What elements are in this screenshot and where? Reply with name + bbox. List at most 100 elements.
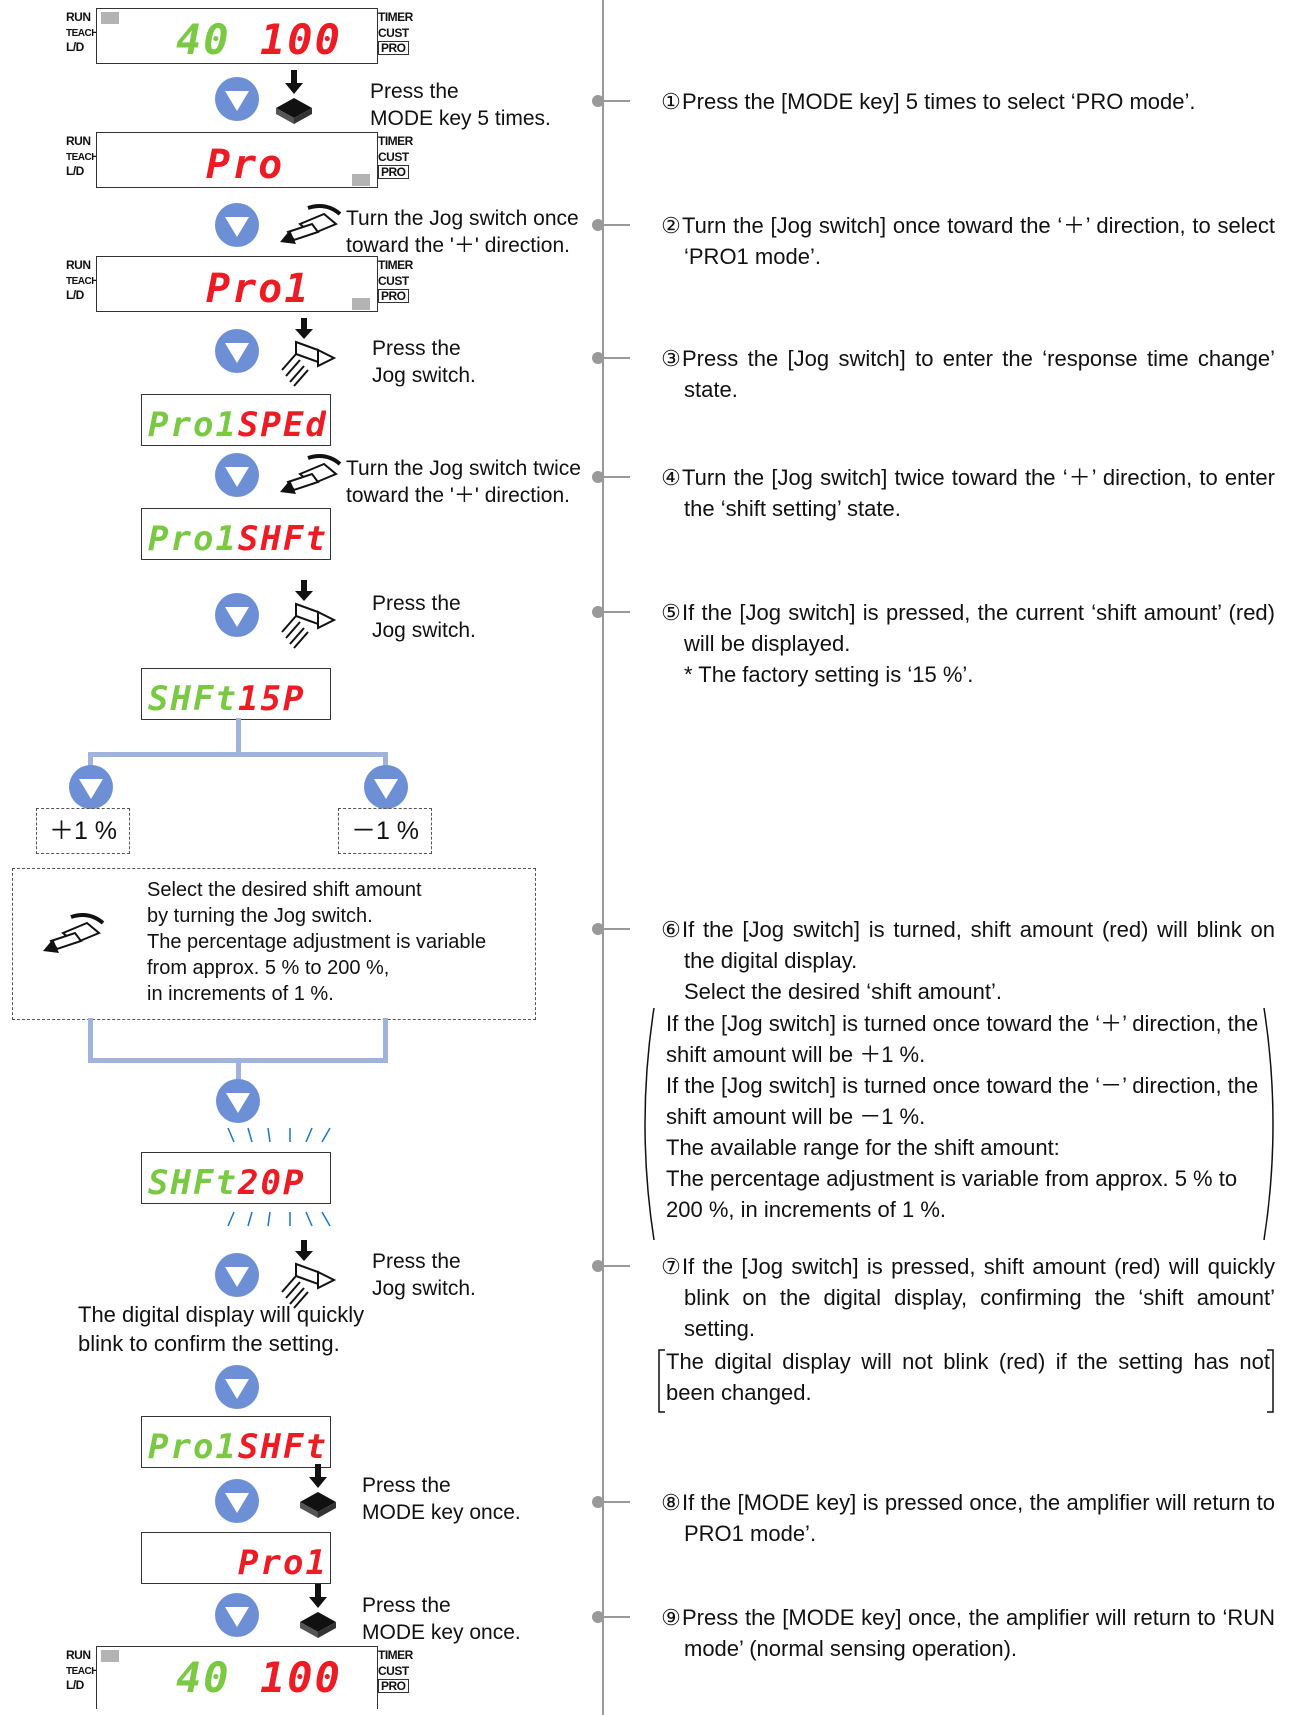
- step-connector: [604, 1501, 630, 1503]
- display-panel-6: [141, 668, 331, 720]
- run-indicator: [101, 1650, 119, 1662]
- jog-turn-icon: [280, 204, 342, 244]
- jog-press-icon: [281, 1240, 337, 1309]
- label-timer: TIMER: [378, 1648, 413, 1662]
- label-run: RUN: [66, 134, 91, 148]
- label-teach: TEACH: [66, 28, 98, 39]
- segment-display: Pro: [206, 142, 282, 184]
- step-connector: [604, 1616, 630, 1618]
- step-dot: [592, 1260, 604, 1272]
- label-ld: L/D: [66, 1678, 84, 1692]
- segment-display-9: Pro1: [238, 1543, 326, 1580]
- merge-line: [88, 1018, 93, 1062]
- jog-turn-icon: [280, 454, 342, 494]
- step-connector: [604, 100, 630, 102]
- display-panel-5: [141, 508, 331, 560]
- label-ld: L/D: [66, 164, 84, 178]
- run-indicator: [101, 12, 119, 24]
- segment-readout: Pro1: [206, 266, 310, 308]
- branch-line: [88, 752, 388, 757]
- segment-readout: SHFt: [148, 1163, 238, 1200]
- segment-readout: 100: [260, 15, 342, 60]
- step-3: ③Press the [Jog switch] to enter the ‘re…: [661, 346, 1275, 402]
- label-timer: TIMER: [378, 258, 413, 272]
- step-connector: [604, 476, 630, 478]
- pro-indicator: [352, 298, 370, 310]
- jog-press-icon: [281, 318, 337, 387]
- label-ld: L/D: [66, 288, 84, 302]
- step-4: ④Turn the [Jog switch] twice toward the …: [661, 465, 1275, 521]
- segment-readout: 40: [176, 1653, 231, 1698]
- display-panel-8: [141, 1416, 331, 1468]
- down-arrow-icon: [215, 329, 259, 373]
- segment-display: Pro1: [206, 266, 310, 308]
- segment-readout: Pro1: [148, 519, 238, 556]
- branch-line: [383, 752, 388, 768]
- segment-readout: Pro1: [238, 1543, 326, 1580]
- down-arrow-icon: [215, 1593, 259, 1637]
- blink-rays-icon: [227, 1211, 331, 1227]
- segment-readout: SHFt: [148, 679, 238, 716]
- step-8: ⑧If the [MODE key] is pressed once, the …: [661, 1490, 1275, 1546]
- branch-line: [88, 752, 93, 768]
- display-panel-7: [141, 1152, 331, 1204]
- segment-readout: 100: [260, 1653, 342, 1698]
- label-cust: CUST: [378, 26, 409, 40]
- display-panel-9: [141, 1532, 331, 1584]
- step-5: ⑤If the [Jog switch] is pressed, the cur…: [661, 600, 1275, 687]
- label-cust: CUST: [378, 274, 409, 288]
- label-teach: TEACH: [66, 276, 98, 287]
- segment-readout: 20P: [237, 1163, 305, 1200]
- label-pro: PRO: [378, 41, 409, 55]
- segment-readout: 40: [176, 15, 231, 60]
- jog-press-icon: [281, 580, 337, 649]
- label-cust: CUST: [378, 150, 409, 164]
- label-timer: TIMER: [378, 10, 413, 24]
- step-dot: [592, 606, 604, 618]
- jog-turn-icon: [43, 913, 105, 953]
- mode-key-press-icon: [276, 70, 312, 124]
- step-connector: [604, 224, 630, 226]
- step-dot: [592, 219, 604, 231]
- square-brackets: [658, 1349, 1274, 1413]
- label-cust: CUST: [378, 1664, 409, 1678]
- step-connector: [604, 611, 630, 613]
- step-1: ①Press the [MODE key] 5 times to select …: [661, 89, 1196, 114]
- merge-line: [383, 1018, 388, 1062]
- segment-readout: Pro1: [148, 1427, 238, 1464]
- down-arrow-icon: [215, 1365, 259, 1409]
- label-run: RUN: [66, 10, 91, 24]
- label-run: RUN: [66, 258, 91, 272]
- step-dot: [592, 1496, 604, 1508]
- down-arrow-icon: [215, 1253, 259, 1297]
- mode-key-press-icon: [300, 1584, 336, 1638]
- step-7: ⑦If the [Jog switch] is pressed, shift a…: [661, 1254, 1275, 1341]
- step-6-detail: If the [Jog switch] is turned once towar…: [666, 1011, 1259, 1222]
- step-7-note: The digital display will not blink (red)…: [666, 1349, 1270, 1405]
- step-dot: [592, 95, 604, 107]
- step-dot: [592, 352, 604, 364]
- down-arrow-icon: [215, 1479, 259, 1523]
- label-teach: TEACH: [66, 152, 98, 163]
- down-arrow-icon: [364, 765, 408, 809]
- down-arrow-icon: [216, 1079, 260, 1123]
- step-2: ②Turn the [Jog switch] once toward the ‘…: [661, 213, 1275, 269]
- display-panel-4: [141, 394, 331, 446]
- label-run: RUN: [66, 1648, 91, 1662]
- label-ld: L/D: [66, 40, 84, 54]
- segment-readout: SHFt: [238, 1427, 326, 1464]
- segment-readout: Pro1: [148, 405, 238, 442]
- down-arrow-icon: [215, 203, 259, 247]
- segment-readout: SPEd: [238, 405, 326, 442]
- step-connector: [604, 928, 630, 930]
